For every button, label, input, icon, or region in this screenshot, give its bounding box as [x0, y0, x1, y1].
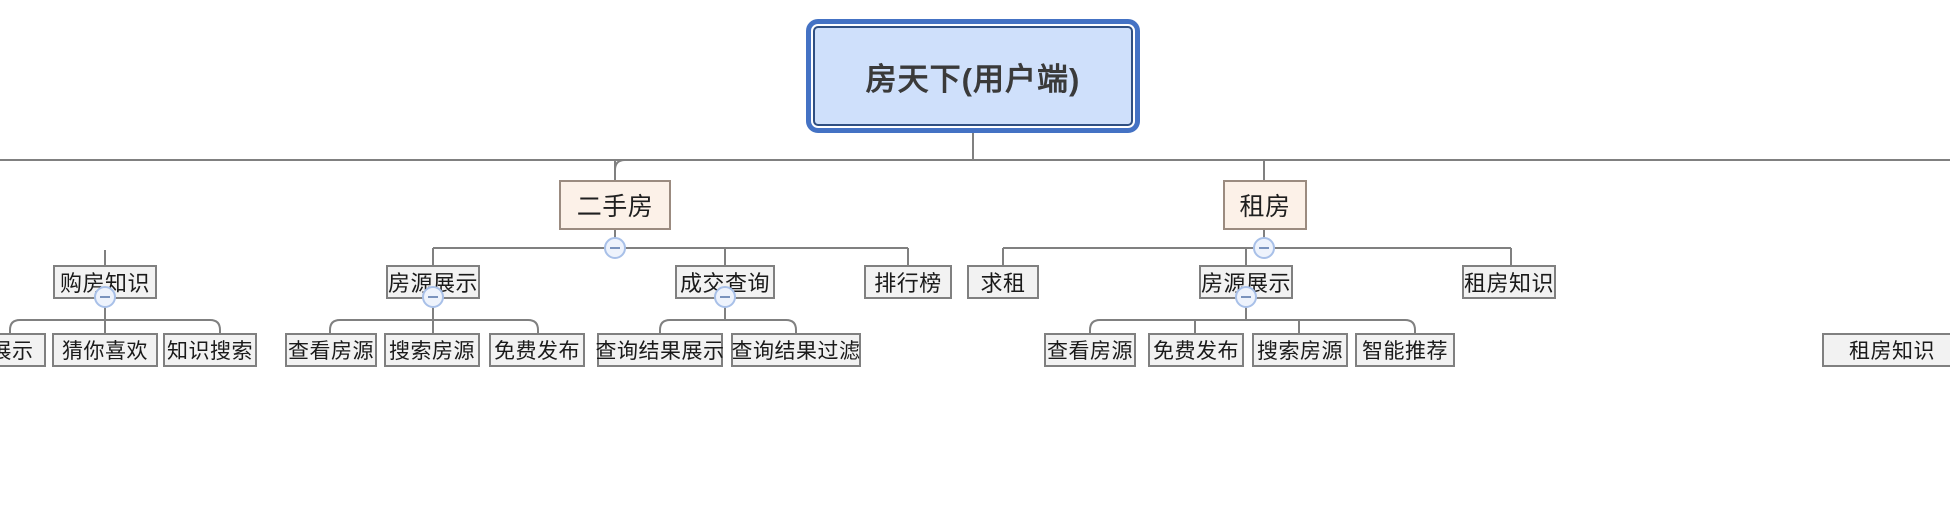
group-node-qiuzu[interactable]: 求租 [967, 265, 1039, 299]
group-node-fangyuanzhanshi-zufang[interactable]: 房源展示 [1199, 265, 1293, 299]
leaf-node-chaxunjieguozhanshi[interactable]: 查询结果展示 [596, 333, 724, 367]
category-node-zufang[interactable]: 租房 [1223, 180, 1307, 230]
leaf-node-cainixihuan[interactable]: 猜你喜欢 [52, 333, 158, 367]
leaf-node-mianfeifabu-ershoufang[interactable]: 免费发布 [489, 333, 585, 367]
collapse-toggle-goufangzhishi[interactable] [94, 286, 116, 308]
leaf-node-zhinengtuijian[interactable]: 智能推荐 [1355, 333, 1455, 367]
leaf-node-sousuofangyuan-zufang[interactable]: 搜索房源 [1252, 333, 1348, 367]
collapse-toggle-fangyuanzhanshi-ershoufang[interactable] [422, 286, 444, 308]
collapse-toggle-zufang[interactable] [1253, 237, 1275, 259]
group-node-zufangzhishi[interactable]: 租房知识 [1462, 265, 1556, 299]
root-node[interactable]: 房天下(用户端) [806, 19, 1140, 133]
leaf-node-sousuofangyuan-ershoufang[interactable]: 搜索房源 [384, 333, 480, 367]
leaf-node-mianfeifabu-zufang[interactable]: 免费发布 [1148, 333, 1244, 367]
collapse-toggle-fangyuanzhanshi-zufang[interactable] [1235, 286, 1257, 308]
leaf-node-zhishisousuo[interactable]: 知识搜索 [163, 333, 257, 367]
collapse-toggle-ershoufang[interactable] [604, 237, 626, 259]
leaf-node-chakanfangyuan-zufang[interactable]: 查看房源 [1044, 333, 1136, 367]
leaf-node-chakanfangyuan-ershoufang[interactable]: 查看房源 [285, 333, 377, 367]
collapse-toggle-chengjiaochaxun[interactable] [714, 286, 736, 308]
leaf-node-zhanshi[interactable]: 展示 [0, 333, 46, 367]
group-node-paihangbang[interactable]: 排行榜 [864, 265, 952, 299]
leaf-node-chaxunjieguoguolv[interactable]: 查询结果过滤 [731, 333, 861, 367]
category-node-ershoufang[interactable]: 二手房 [559, 180, 671, 230]
leaf-node-zufangzhishi-right[interactable]: 租房知识 [1822, 333, 1950, 367]
